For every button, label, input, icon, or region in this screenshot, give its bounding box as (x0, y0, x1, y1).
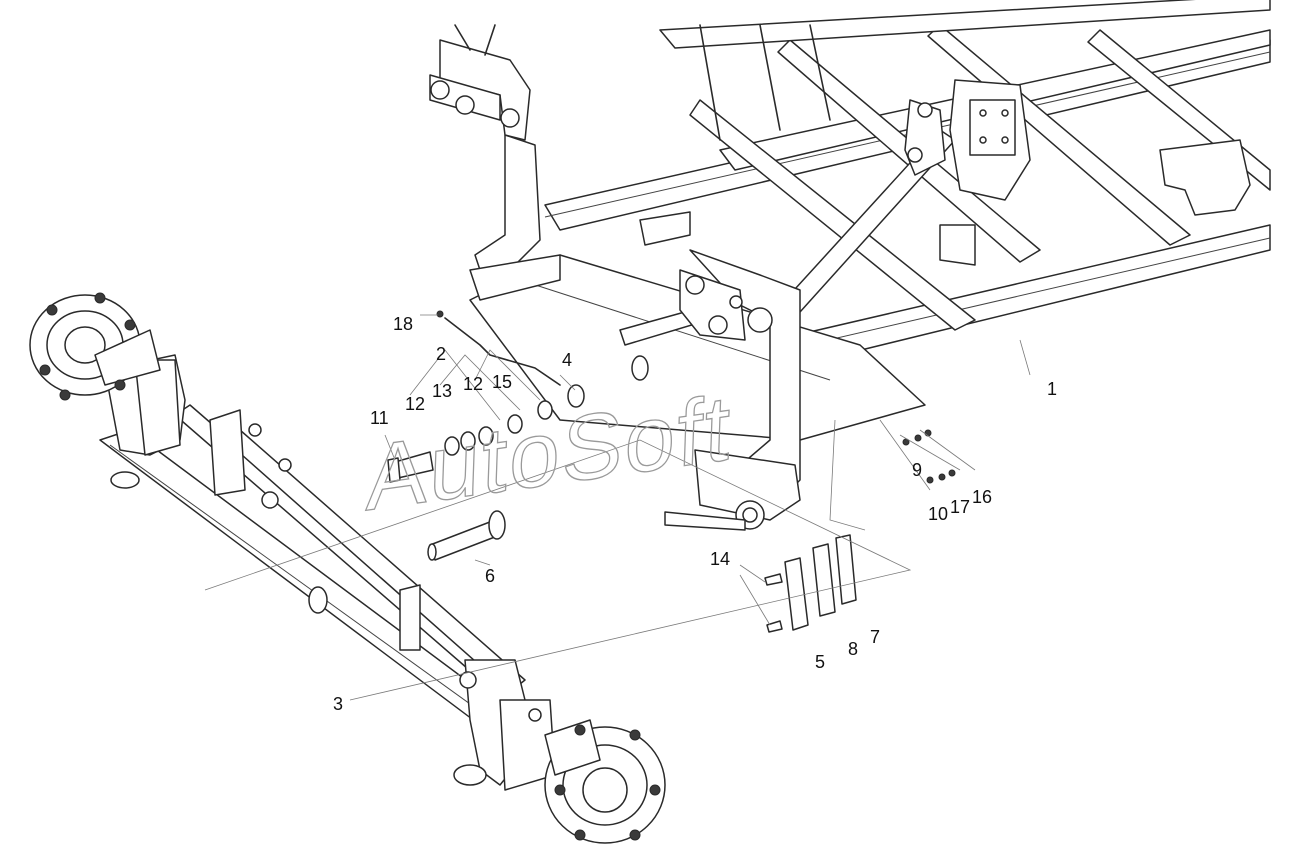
callout-1: 1 (1047, 379, 1057, 399)
callout-10: 10 (928, 504, 948, 524)
washers-part-12-13 (444, 355, 649, 456)
callout-2: 2 (436, 344, 446, 364)
right-upright-bracket (664, 249, 801, 531)
callout-8: 8 (848, 639, 858, 659)
axle-assembly (29, 292, 666, 844)
callout-12b: 12 (463, 374, 483, 394)
main-frame (469, 0, 1271, 441)
callout-16: 16 (972, 487, 992, 507)
callout-11: 11 (370, 408, 389, 428)
callout-13: 13 (432, 381, 452, 401)
leader-lines (204, 314, 1031, 701)
callout-3: 3 (333, 694, 343, 714)
callout-4: 4 (562, 350, 572, 370)
callout-7: 7 (870, 627, 880, 647)
callout-6: 6 (485, 566, 495, 586)
callout-labels: 1 2 3 4 5 6 7 8 9 10 11 12 12 13 14 15 1… (333, 314, 1057, 714)
rear-hitch-bracket (904, 79, 1251, 266)
nuts-part-9-10-16-17 (902, 429, 956, 484)
pin-part-6 (427, 510, 506, 561)
callout-9: 9 (912, 460, 922, 480)
callout-12a: 12 (405, 394, 425, 414)
callout-14: 14 (710, 549, 730, 569)
callout-17: 17 (950, 497, 970, 517)
bent-rod-part-2 (436, 310, 561, 386)
left-upright-bracket (429, 24, 561, 301)
plates-part-5-7-8 (764, 534, 857, 633)
callout-5: 5 (815, 652, 825, 672)
callout-18: 18 (393, 314, 413, 334)
callout-15: 15 (492, 372, 512, 392)
